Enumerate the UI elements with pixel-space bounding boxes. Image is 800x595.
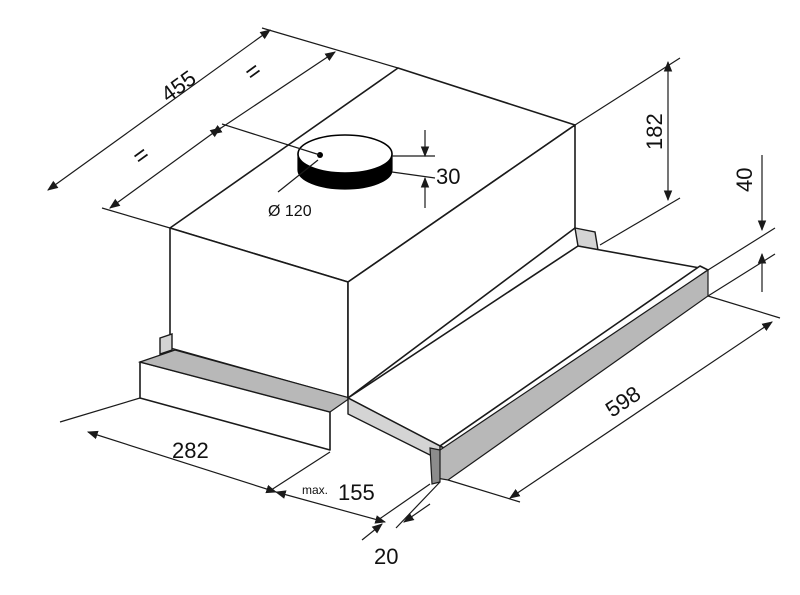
ext-line	[599, 197, 681, 246]
label-visor-height: 40	[732, 168, 757, 192]
ext-line	[59, 397, 141, 423]
ext-line-center	[221, 123, 321, 156]
label-base-depth: 282	[172, 438, 209, 463]
label-equal-1: =	[128, 141, 155, 171]
ext-line	[261, 27, 399, 69]
dim-line-eq1	[109, 127, 221, 209]
label-outlet-height: 30	[436, 164, 460, 189]
ext-line	[447, 479, 521, 503]
dim-line-eq2	[211, 51, 336, 135]
outlet-collar	[297, 134, 393, 190]
ext-line	[267, 451, 331, 493]
collar-top	[297, 134, 393, 174]
dim-line-155	[274, 490, 387, 524]
dim-line-20a	[361, 523, 383, 541]
label-visor-thickness: 20	[374, 544, 398, 569]
dimension-lines	[47, 27, 781, 541]
label-equal-2: =	[240, 57, 267, 87]
label-width: 598	[601, 381, 645, 422]
ext-line	[574, 57, 681, 126]
ext-line	[707, 227, 776, 271]
ext-line	[707, 253, 776, 297]
label-extension-value: 155	[338, 480, 375, 505]
label-depth: 455	[156, 65, 200, 107]
ext-line	[377, 483, 431, 521]
label-outlet-diameter: Ø 120	[268, 203, 312, 220]
ext-line	[101, 207, 171, 229]
diameter-leader	[277, 159, 319, 193]
dim-line-455	[47, 29, 271, 191]
dim-line-20b	[403, 503, 431, 523]
label-extension-prefix: max.	[302, 483, 328, 497]
ext-line	[395, 481, 441, 529]
ext-line	[707, 295, 781, 319]
tray-inner-step	[159, 333, 173, 355]
dim-line-282	[86, 430, 278, 494]
dim-line-598	[509, 321, 773, 499]
visor-end	[429, 447, 441, 485]
label-height: 182	[642, 113, 667, 150]
